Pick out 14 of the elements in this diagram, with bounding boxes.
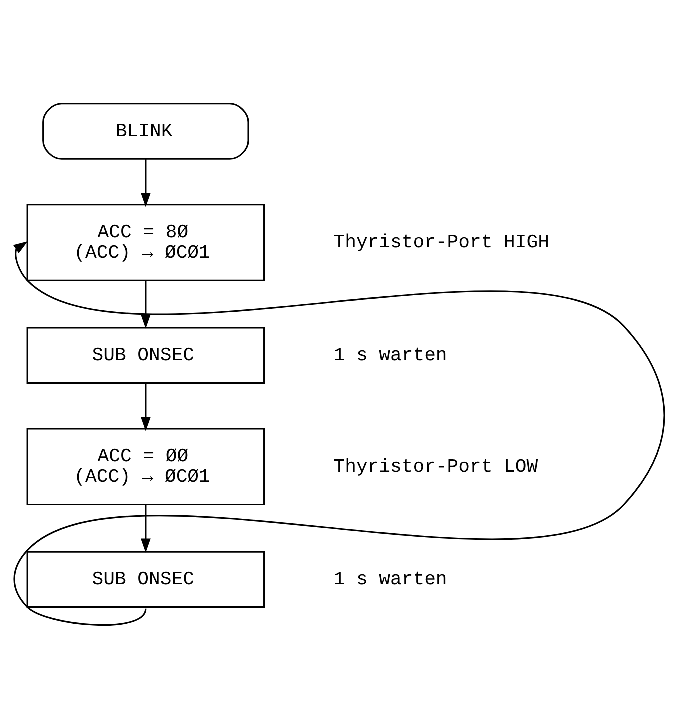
arrow	[13, 241, 666, 626]
node-box: SUB ONSEC	[26, 551, 266, 608]
node-label: 1 s warten	[334, 344, 448, 367]
node-box: BLINK	[42, 103, 250, 160]
node-label: Thyristor-Port LOW	[334, 456, 538, 478]
node-box: ACC = ØØ (ACC) → ØCØ1	[26, 428, 266, 506]
node-box: SUB ONSEC	[26, 327, 266, 384]
arrow	[140, 159, 151, 208]
node-label: Thyristor-Port HIGH	[334, 232, 550, 254]
node-label: 1 s warten	[334, 568, 448, 591]
arrow	[140, 280, 151, 329]
node-box: ACC = 8Ø (ACC) → ØCØ1	[26, 204, 266, 282]
arrow	[140, 504, 151, 553]
arrow	[140, 383, 151, 432]
